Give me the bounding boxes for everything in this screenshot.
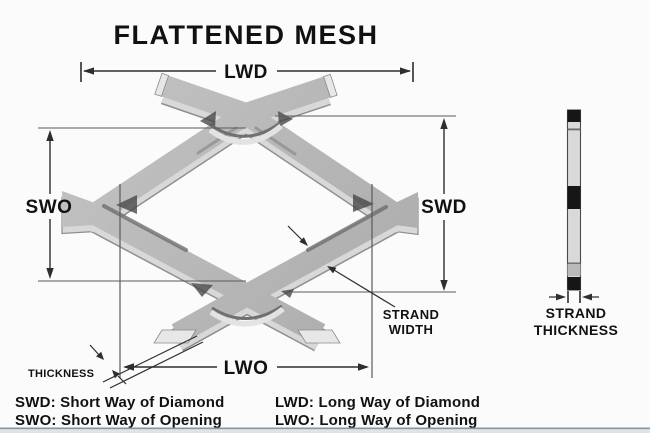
swd-label: SWD: [421, 197, 467, 218]
thickness-callout: THICKNESS: [28, 335, 204, 389]
legend-lwo: LWO: Long Way of Opening: [275, 412, 478, 429]
left-node-bond: [84, 203, 106, 225]
lwo-extension-lines: [119, 184, 373, 378]
thickness-arrow-lines: [89, 344, 127, 385]
strand-thickness-label-line1: STRAND: [546, 305, 607, 321]
strand-width-label-line2: WIDTH: [389, 322, 434, 337]
strip-segment-black-bottom: [567, 277, 581, 290]
strand-width-callout: STRAND WIDTH: [287, 225, 440, 337]
mesh-shading: [102, 111, 388, 327]
mesh-graphic: [61, 72, 419, 352]
top-node-undercurve-edge: [208, 123, 283, 145]
swd-reference-lines: [275, 115, 456, 293]
lwd-label: LWD: [224, 62, 268, 83]
dimension-lwd: LWD: [80, 62, 414, 83]
footer-rule-light: [0, 429, 650, 433]
right-node-bond: [384, 203, 406, 225]
lwd-end-ticks: [80, 62, 414, 82]
strip-segment-black-top: [567, 110, 581, 122]
strand-width-leader-line: [287, 225, 396, 308]
strand-under-shadow-topleft: [196, 126, 238, 155]
strip-joint-line-upper: [567, 128, 581, 131]
dimension-swo: SWO: [26, 127, 246, 282]
lwo-label: LWO: [224, 358, 269, 379]
top-node-undercurve-shadow: [211, 121, 281, 138]
thickness-arrowheads: [96, 351, 120, 379]
footer-rule-dark: [0, 427, 650, 430]
strand-under-shadow-left: [102, 204, 188, 252]
dimension-lwo: LWO: [119, 184, 373, 379]
swo-reference-lines: [38, 127, 246, 282]
strand-under-shadow-right: [306, 205, 388, 252]
strand-width-arrowheads: [299, 237, 337, 274]
bottom-node-undercurve-shadow: [211, 304, 283, 320]
strip-joint-line-lower: [567, 262, 581, 264]
strip-segment-black-middle: [567, 186, 581, 209]
bottom-node-undercurve-edge: [209, 306, 285, 327]
mesh-strands: [88, 75, 402, 344]
swo-label: SWO: [26, 197, 73, 218]
mesh-top-layer: [62, 75, 418, 344]
legend-swd: SWD: Short Way of Diamond: [15, 394, 224, 411]
strand-thickness-ticks: [567, 291, 581, 303]
legend-lwd: LWD: Long Way of Diamond: [275, 394, 480, 411]
page-title: FLATTENED MESH: [114, 20, 379, 50]
strip-segment-gray: [567, 264, 581, 276]
strand-width-label-line1: STRAND: [383, 307, 440, 322]
legend: SWD: Short Way of Diamond SWO: Short Way…: [15, 394, 480, 429]
strand-thickness-label-line2: THICKNESS: [534, 322, 619, 338]
strand-side-view: [566, 109, 582, 291]
legend-swo: SWO: Short Way of Opening: [15, 412, 222, 429]
strand-end-caps: [153, 72, 341, 344]
strand-thickness-arrowheads: [556, 293, 592, 301]
notch-shadows: [116, 111, 374, 298]
footer-rule: [0, 427, 650, 433]
dimension-swd: SWD: [275, 115, 467, 293]
thickness-label: THICKNESS: [28, 368, 94, 380]
strand-thickness-callout: STRAND THICKNESS: [534, 291, 619, 338]
